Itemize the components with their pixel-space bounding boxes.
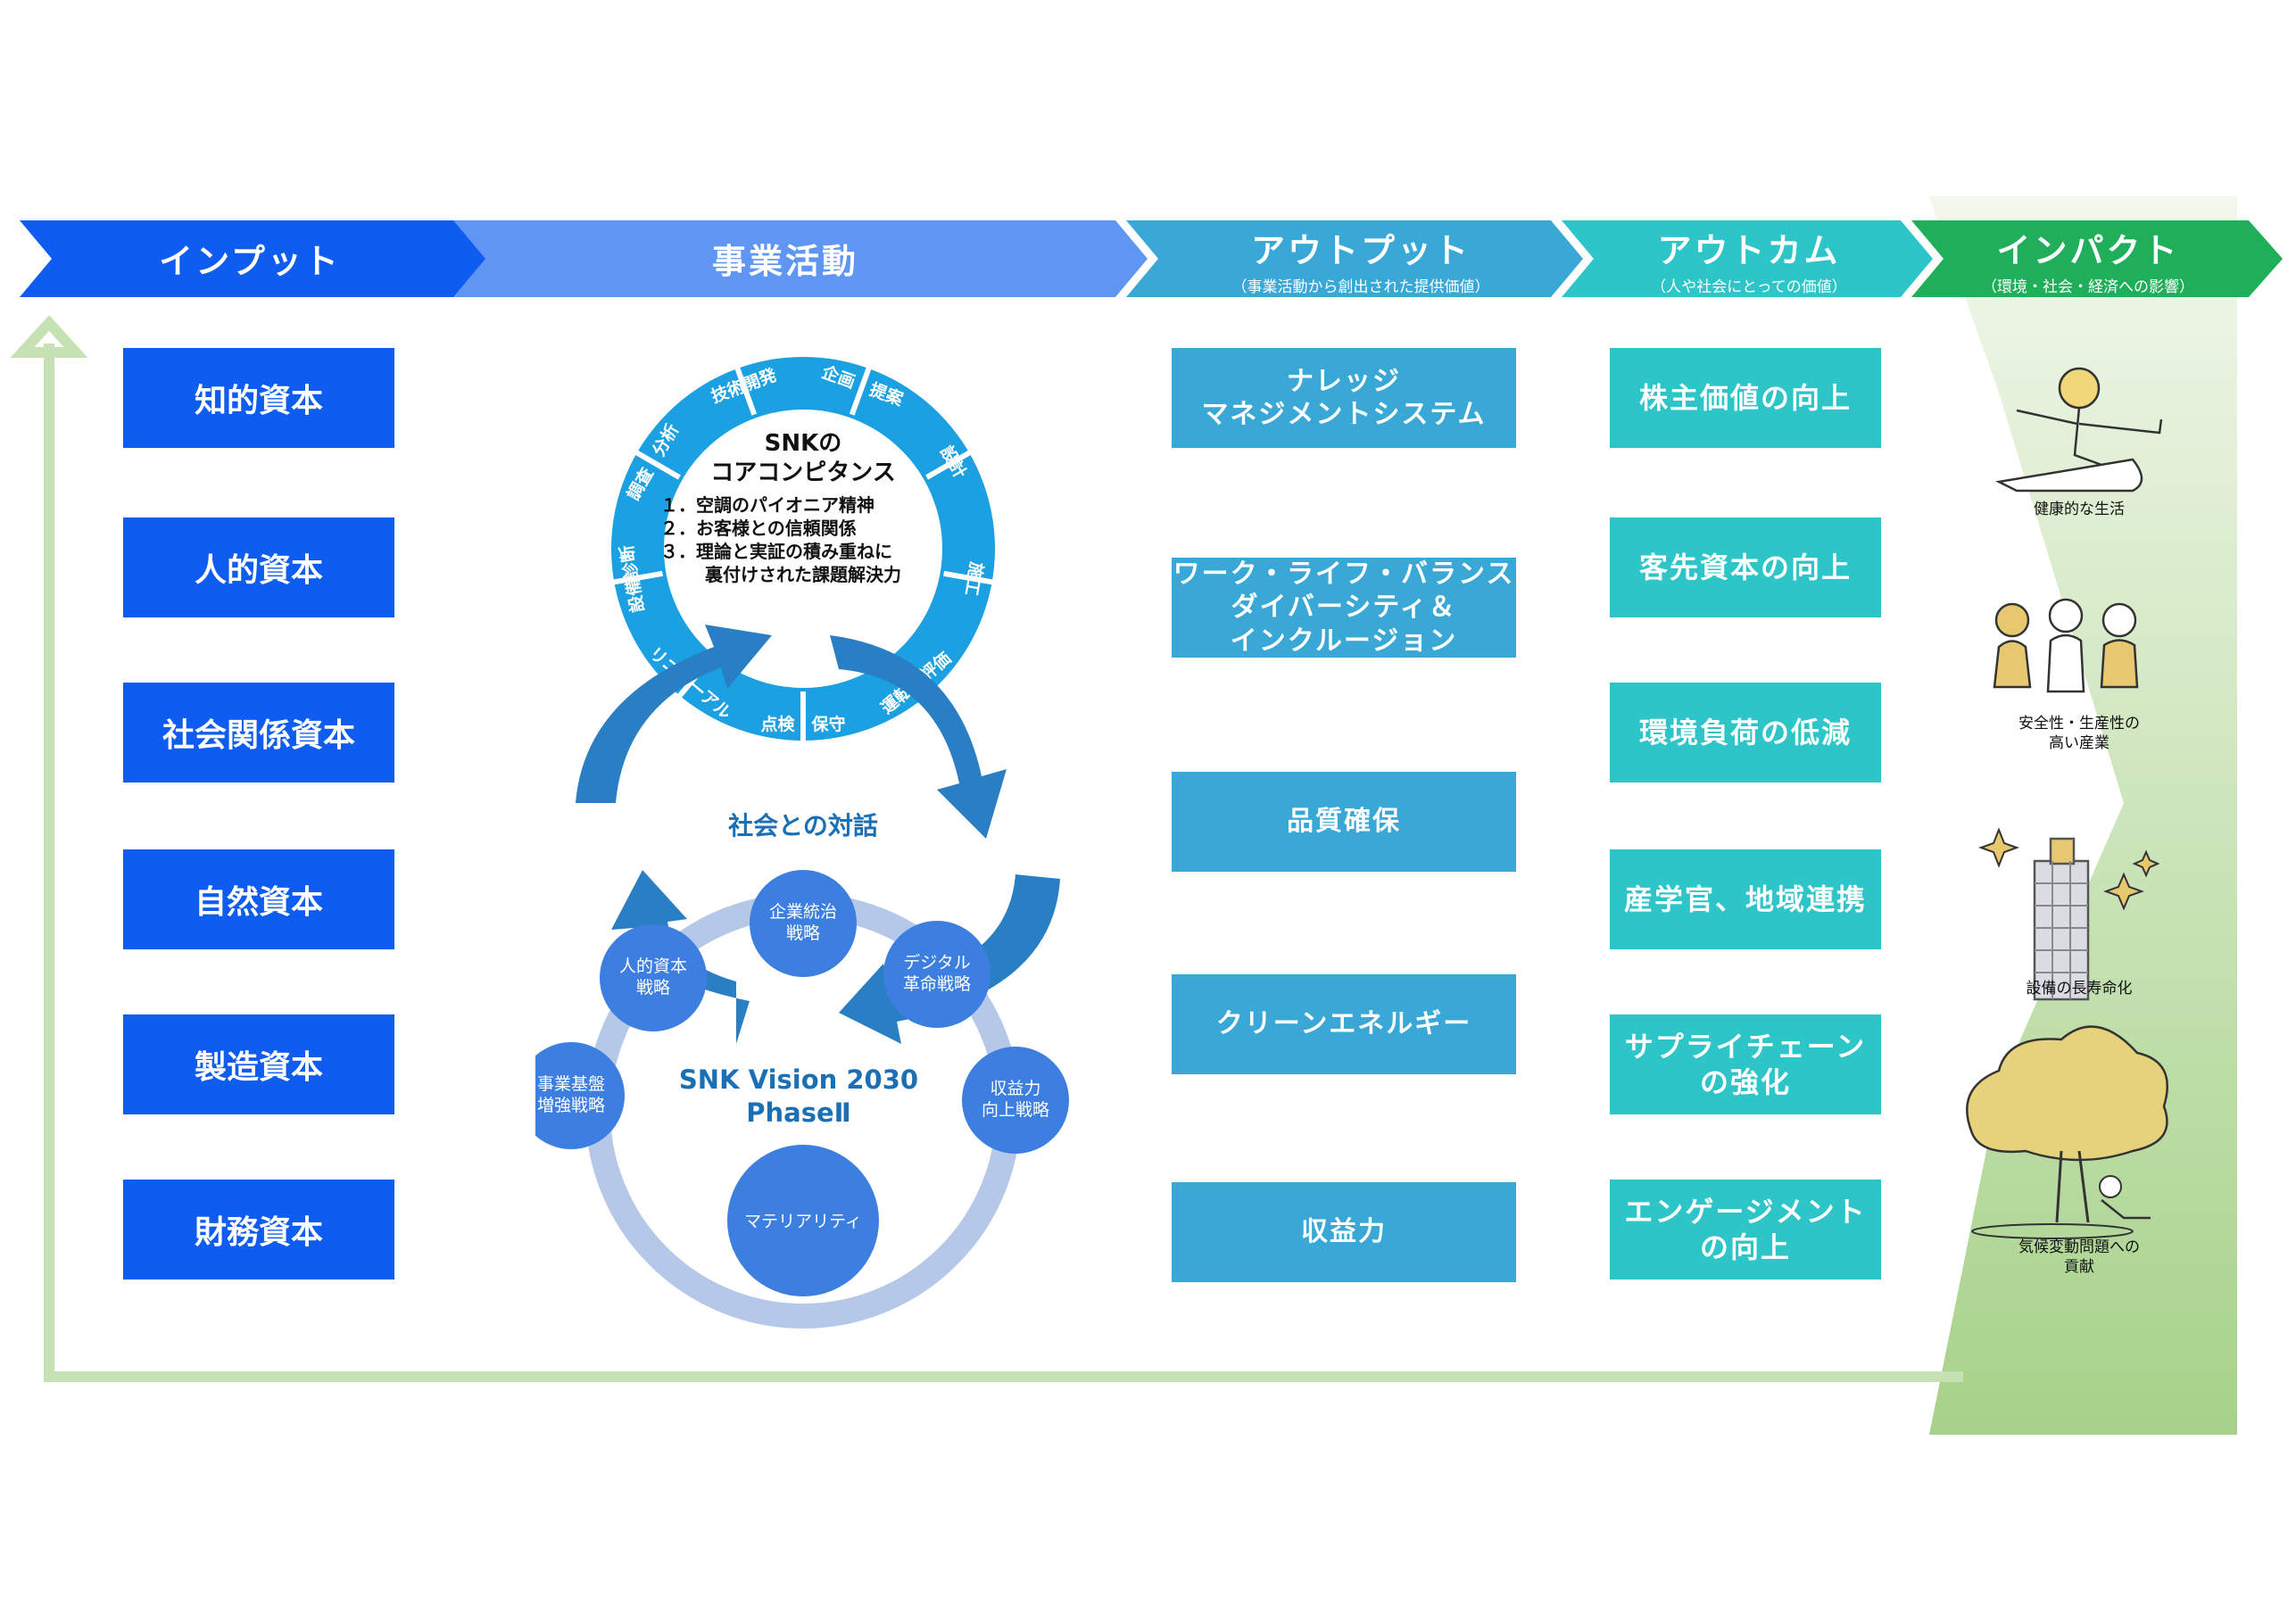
strategy-label-line: 増強戦略: [537, 1096, 605, 1115]
impact-illustrations: [1966, 367, 2168, 1239]
core-title-2: コアコンピタンス: [710, 460, 895, 486]
header-title: インパクト: [1996, 231, 2180, 270]
strategy-node: [883, 921, 991, 1028]
strategy-nodes: [535, 870, 1069, 1296]
strategy-label-line: 革命戦略: [903, 974, 971, 994]
building-icon: [1978, 827, 2160, 1001]
outcome-supply-chain: サプライチェーン の強化: [1610, 1014, 1881, 1114]
output-profitability: 収益力: [1172, 1182, 1516, 1282]
core-item: 裏付けされた課題解決力: [704, 564, 901, 585]
strategy-node: [727, 1145, 879, 1296]
header-chevron-output: [1126, 220, 1583, 297]
header-chevron-activity: [453, 220, 1148, 297]
header-subtitle: （事業活動から創出された提供価値）: [1231, 278, 1490, 296]
header-chevron-impact: [1911, 220, 2283, 297]
input-manufactured-capital: 製造資本: [123, 1014, 394, 1114]
core-item: ２．お客様との信頼関係: [660, 518, 857, 539]
output-clean-energy: クリーンエネルギー: [1172, 974, 1516, 1074]
arrow-down-right: [830, 635, 1007, 839]
ring-segment-label: 点検・保守: [760, 714, 845, 734]
outcome-environmental-load: 環境負荷の低減: [1610, 683, 1881, 783]
strategy-label: 事業基盤増強戦略: [537, 1074, 605, 1115]
outcome-engagement: エンゲージメント の向上: [1610, 1180, 1881, 1279]
vision-line-1: SNK Vision 2030: [679, 1064, 918, 1095]
header-activity: 事業活動: [535, 234, 1035, 283]
vision-label: SNK Vision 2030 PhaseⅡ: [679, 1064, 918, 1128]
strategy-labels: 企業統治戦略 デジタル革命戦略 収益力向上戦略 マテリアリティ 事業基盤増強戦略…: [537, 902, 1049, 1231]
input-human-capital: 人的資本: [123, 518, 394, 617]
impact-safe-industry: 安全性・生産性の 高い産業: [2018, 715, 2140, 753]
header-input: インプット: [89, 234, 410, 283]
strategy-node: [962, 1047, 1069, 1154]
input-social-capital: 社会関係資本: [123, 683, 394, 783]
strategy-label-line: 収益力: [990, 1079, 1040, 1098]
strategy-label-line: マテリアリティ: [744, 1212, 862, 1231]
output-work-life-balance: ワーク・ライフ・バランス ダイバーシティ＆ インクルージョン: [1172, 558, 1516, 658]
strategy-node: [535, 1042, 625, 1149]
strategy-label: マテリアリティ: [744, 1212, 862, 1231]
impact-equipment-longevity: 設備の長寿命化: [2026, 980, 2133, 998]
core-center-outline: [660, 406, 946, 691]
input-natural-capital: 自然資本: [123, 849, 394, 949]
strategy-label-line: 人的資本: [619, 956, 687, 976]
strategy-node: [750, 870, 857, 977]
strategy-node: [600, 924, 707, 1031]
vision-line-2: PhaseⅡ: [746, 1097, 851, 1128]
impact-climate-change: 気候変動問題への 貢献: [2018, 1238, 2140, 1277]
header-title: アウトプット: [1250, 231, 1471, 270]
core-competence-text: SNKの コアコンピタンス: [710, 430, 895, 486]
header-outcome: アウトカム （人や社会にとっての価値）: [1588, 223, 1910, 296]
header-title: アウトカム: [1657, 231, 1841, 270]
strategy-label: デジタル革命戦略: [903, 953, 971, 994]
outcome-regional-collaboration: 産学官、地域連携: [1610, 849, 1881, 949]
strategy-label: 人的資本戦略: [619, 956, 687, 998]
impact-healthy-life: 健康的な生活: [2034, 501, 2125, 518]
header-title: 事業活動: [711, 242, 858, 281]
workers-icon: [1993, 598, 2139, 693]
outcome-client-capital: 客先資本の向上: [1610, 518, 1881, 617]
strategy-label-line: 戦略: [786, 923, 820, 943]
output-knowledge-management: ナレッジ マネジメントシステム: [1172, 348, 1516, 448]
input-intellectual-capital: 知的資本: [123, 348, 394, 448]
tree-icon: [1966, 1025, 2168, 1239]
core-item: １．空調のパイオニア精神: [660, 494, 874, 516]
core-title-1: SNKの: [765, 430, 842, 457]
header-subtitle: （環境・社会・経済への影響）: [1982, 278, 2194, 296]
core-competence-items: １．空調のパイオニア精神 ２．お客様との信頼関係 ３．理論と実証の積み重ねに 裏…: [660, 494, 901, 585]
header-title: インプット: [159, 242, 341, 281]
strategy-label-line: デジタル: [903, 953, 971, 973]
input-financial-capital: 財務資本: [123, 1180, 394, 1279]
feedback-loop-line: [44, 344, 1963, 1382]
header-subtitle: （人や社会にとっての価値）: [1651, 278, 1847, 296]
strategy-label-line: 企業統治: [769, 902, 837, 922]
header-chevron-input: [20, 220, 487, 297]
feedback-loop-arrowhead: [10, 315, 88, 358]
dialogue-label: 社会との対話: [728, 811, 878, 840]
business-activity-diagram: 技術開発 企画・提案 設計 施工 運転と評価 点検・保守 リニューアル 設備診断…: [535, 357, 1069, 1329]
arrow-up-left: [576, 625, 772, 803]
header-output: アウトプット （事業活動から創出された提供価値）: [1151, 223, 1571, 296]
header-chevrons: [20, 220, 2283, 297]
strategy-label-line: 向上戦略: [982, 1100, 1049, 1120]
strategy-label-line: 戦略: [636, 978, 670, 998]
strategy-label-line: 事業基盤: [537, 1074, 605, 1094]
strategy-label: 収益力向上戦略: [982, 1079, 1049, 1120]
outcome-shareholder-value: 株主価値の向上: [1610, 348, 1881, 448]
core-item: ３．理論と実証の積み重ねに: [660, 541, 892, 562]
person-stretching-icon: [1995, 367, 2163, 493]
header-chevron-outcome: [1562, 220, 1933, 297]
output-quality-assurance: 品質確保: [1172, 772, 1516, 872]
header-impact: インパクト （環境・社会・経済への影響）: [1936, 223, 2240, 296]
strategy-label: 企業統治戦略: [769, 902, 837, 943]
core-center: [662, 408, 944, 690]
